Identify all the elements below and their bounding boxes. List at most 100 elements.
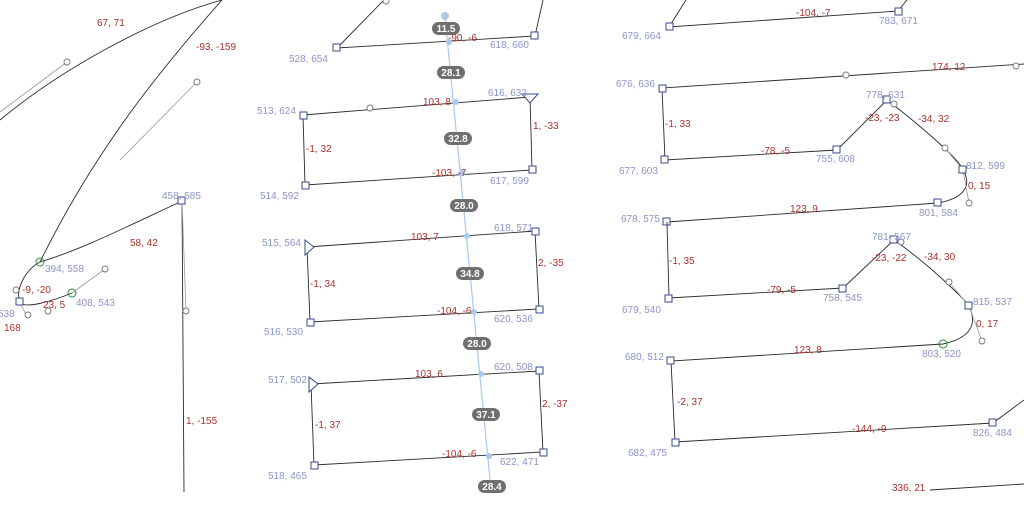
coord-label: 622, 471: [500, 457, 539, 468]
right-offcurve[interactable]: [945, 278, 953, 286]
right-node-755-608[interactable]: [832, 145, 841, 154]
middle-node-618-660[interactable]: [530, 31, 539, 40]
left-offcurve-3[interactable]: [101, 265, 109, 273]
right-node-781-567[interactable]: [889, 235, 898, 244]
delta-label: 0, 17: [976, 319, 999, 330]
right-smooth-node-803-520[interactable]: [938, 339, 948, 349]
middle-node-618-571[interactable]: [531, 227, 540, 236]
right-offcurve[interactable]: [965, 199, 973, 207]
coord-label: 678, 575: [621, 214, 660, 225]
right-node-812-599[interactable]: [958, 165, 967, 174]
delta-label: 123, 8: [794, 345, 822, 356]
right-node-678-575[interactable]: [662, 217, 671, 226]
right-offcurve[interactable]: [978, 337, 986, 345]
middle-offcurve-top[interactable]: [382, 0, 390, 5]
left-smooth-node-394-558[interactable]: [35, 257, 45, 267]
distance-pill: 11.5: [432, 22, 460, 35]
distance-value: 11.5: [437, 24, 456, 35]
middle-node-620-536[interactable]: [535, 305, 544, 314]
distance-pill-bg: [456, 267, 484, 280]
right-offcurve[interactable]: [842, 71, 850, 79]
middle-node-518-465[interactable]: [310, 461, 319, 470]
distance-value: 28.4: [482, 482, 502, 493]
coord-label: 682, 475: [628, 448, 667, 459]
left-node-458-585[interactable]: [177, 196, 186, 205]
left-offcurve-1[interactable]: [63, 58, 71, 66]
right-node-679-540[interactable]: [664, 294, 673, 303]
right-node-778-631[interactable]: [882, 95, 891, 104]
right-node-680-512[interactable]: [666, 356, 675, 365]
left-stroke: [39, 0, 223, 263]
delta-label: -1, 34: [310, 279, 336, 290]
distance-value: 37.1: [476, 410, 496, 421]
coord-label: 618, 571: [494, 223, 533, 234]
distance-pill-bg: [444, 132, 472, 145]
left-handle-3: [181, 200, 187, 312]
middle-start-node-515-564[interactable]: [304, 238, 315, 257]
delta-label: -103, -7: [432, 168, 467, 179]
right-offcurve[interactable]: [1012, 62, 1020, 70]
right-offcurve[interactable]: [897, 238, 905, 246]
distance-value: 32.8: [448, 134, 468, 145]
right-node-801-584[interactable]: [933, 198, 942, 207]
left-offcurve-7[interactable]: [44, 307, 52, 315]
delta-label: -93, -159: [196, 42, 236, 53]
distance-pill-bg: [432, 22, 460, 35]
right-node-679-664[interactable]: [665, 22, 674, 31]
delta-label: 336, 21: [892, 483, 926, 494]
guide-point: [453, 99, 459, 105]
middle-start-node-517-502[interactable]: [308, 375, 319, 394]
right-node-758-545[interactable]: [838, 284, 847, 293]
delta-label: 2, -35: [538, 258, 564, 269]
coord-label: 755, 608: [816, 154, 855, 165]
distance-pill: 32.8: [444, 132, 472, 145]
delta-label: -9, -20: [22, 285, 51, 296]
middle-node-622-471[interactable]: [539, 448, 548, 457]
distance-value: 34.8: [460, 269, 480, 280]
coord-label: 620, 508: [494, 362, 533, 373]
middle-start-node-616-632[interactable]: [520, 93, 540, 104]
left-offcurve-5[interactable]: [12, 286, 20, 294]
coord-label: 517, 502: [268, 375, 307, 386]
guide-point: [486, 453, 492, 459]
left-offcurve-4[interactable]: [182, 307, 190, 315]
right-top-stroke: [668, 0, 908, 28]
coord-label: 783, 671: [879, 16, 918, 27]
delta-label: 168: [4, 323, 21, 334]
right-node-677-603[interactable]: [660, 155, 669, 164]
left-offcurve-2[interactable]: [193, 78, 201, 86]
left-offcurve-6[interactable]: [24, 311, 32, 319]
coord-label: 513, 624: [257, 106, 296, 117]
middle-node-617-599[interactable]: [528, 165, 537, 174]
distance-pill: 34.8: [456, 267, 484, 280]
coord-label: 408, 543: [76, 298, 115, 309]
right-offcurve[interactable]: [941, 144, 949, 152]
middle-node-528-654[interactable]: [332, 43, 341, 52]
coord-label: 394, 558: [45, 264, 84, 275]
middle-node-514-592[interactable]: [301, 181, 310, 190]
right-glyph: 679, 664 783, 671 676, 636 778, 631 677,…: [616, 0, 1024, 494]
middle-offcurve[interactable]: [366, 104, 374, 112]
left-handle-1: [0, 61, 68, 113]
delta-label: 103, 7: [411, 232, 439, 243]
right-node-815-537[interactable]: [964, 301, 973, 310]
coord-label: 458, 585: [162, 191, 201, 202]
right-node-783-671[interactable]: [894, 7, 903, 16]
coord-label: 518, 465: [268, 471, 307, 482]
right-node-826-484[interactable]: [988, 418, 997, 427]
right-node-682-475[interactable]: [671, 438, 680, 447]
middle-node-620-508[interactable]: [535, 366, 544, 375]
right-node-676-636[interactable]: [658, 84, 667, 93]
left-node-corner[interactable]: [15, 297, 24, 306]
right-offcurve[interactable]: [890, 100, 898, 108]
delta-label: 1, -33: [533, 121, 559, 132]
right-contour-2: [666, 221, 1024, 443]
left-smooth-node-408-543[interactable]: [67, 288, 77, 298]
middle-node-513-624[interactable]: [299, 111, 308, 120]
coord-label: 538: [0, 309, 15, 320]
left-handle-4: [71, 268, 106, 294]
coord-label: 801, 584: [919, 208, 958, 219]
middle-node-516-530[interactable]: [306, 318, 315, 327]
right-contour-1: [661, 63, 1024, 223]
